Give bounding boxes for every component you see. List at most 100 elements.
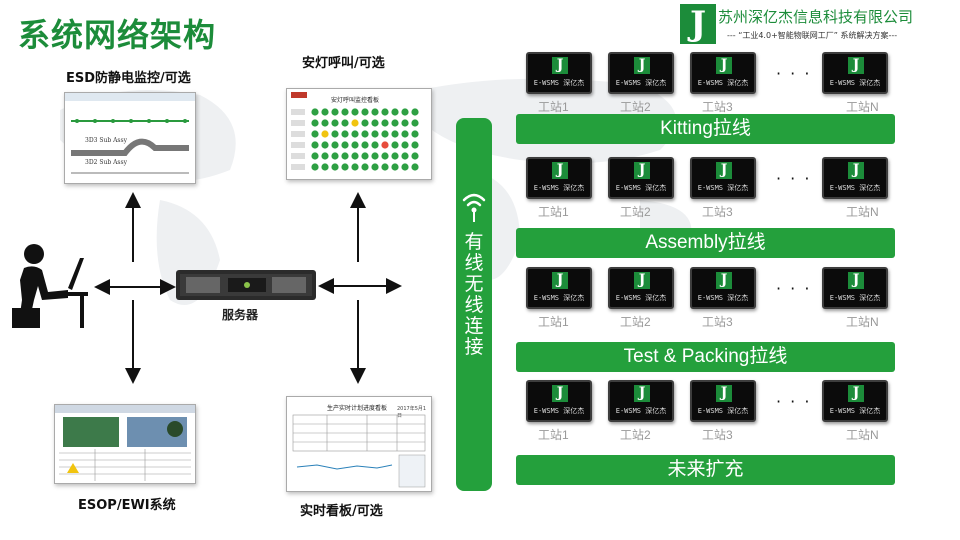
andon-status-light <box>341 119 349 127</box>
board-label: 实时看板/可选 <box>300 504 383 519</box>
terminal-text: E-WSMS 深亿杰 <box>829 79 881 87</box>
terminal-text: E-WSMS 深亿杰 <box>697 294 749 302</box>
terminal-logo: J <box>848 272 864 289</box>
terminal-text: E-WSMS 深亿杰 <box>533 184 585 192</box>
terminal-logo: J <box>552 385 568 402</box>
terminal-logo: J <box>848 385 864 402</box>
terminal-text: E-WSMS 深亿杰 <box>615 184 667 192</box>
terminal-text: E-WSMS 深亿杰 <box>697 407 749 415</box>
esop-label: ESOP/EWI系统 <box>78 498 176 513</box>
more-stations-ellipsis: · · · <box>776 392 812 411</box>
station-terminal: J E-WSMS 深亿杰 <box>526 52 592 94</box>
andon-status-light <box>351 163 359 171</box>
andon-status-light <box>411 108 419 116</box>
esd-label: ESD防静电监控/可选 <box>66 71 191 86</box>
andon-status-light <box>341 130 349 138</box>
andon-status-light <box>351 141 359 149</box>
station-label: 工站3 <box>702 315 733 329</box>
terminal-logo: J <box>716 162 732 179</box>
company-logo: J <box>680 4 716 44</box>
andon-status-light <box>341 141 349 149</box>
station-label: 工站1 <box>538 100 569 114</box>
station-label: 工站3 <box>702 428 733 442</box>
terminal-text: E-WSMS 深亿杰 <box>615 79 667 87</box>
andon-row-label <box>291 142 305 148</box>
andon-status-light <box>381 152 389 160</box>
andon-status-light <box>401 119 409 127</box>
server-icon <box>176 270 316 300</box>
terminal-text: E-WSMS 深亿杰 <box>533 79 585 87</box>
andon-status-light <box>321 141 329 149</box>
production-line-bar: Test & Packing拉线 <box>516 342 895 372</box>
esd-monitor-panel: 3D3 Sub Assy 3D2 Sub Assy <box>64 92 196 184</box>
station-label: 工站N <box>846 100 879 114</box>
station-label: 工站1 <box>538 428 569 442</box>
terminal-logo: J <box>848 162 864 179</box>
andon-status-light <box>381 130 389 138</box>
terminal-logo: J <box>716 385 732 402</box>
more-stations-ellipsis: · · · <box>776 279 812 298</box>
terminal-text: E-WSMS 深亿杰 <box>697 79 749 87</box>
andon-status-light <box>341 163 349 171</box>
andon-status-light <box>391 141 399 149</box>
connection-arrows <box>94 192 402 384</box>
terminal-logo: J <box>552 272 568 289</box>
andon-status-light <box>401 108 409 116</box>
terminal-text: E-WSMS 深亿杰 <box>697 184 749 192</box>
production-line-bar: Assembly拉线 <box>516 228 895 258</box>
andon-status-light <box>391 152 399 160</box>
andon-status-light <box>361 119 369 127</box>
andon-status-light <box>381 108 389 116</box>
andon-status-light <box>371 163 379 171</box>
terminal-text: E-WSMS 深亿杰 <box>615 294 667 302</box>
operator-person-icon <box>12 244 88 328</box>
andon-row-label <box>291 120 305 126</box>
andon-status-light <box>381 141 389 149</box>
andon-label: 安灯呼叫/可选 <box>302 56 385 71</box>
andon-status-light <box>321 130 329 138</box>
andon-status-light <box>411 141 419 149</box>
board-date: 2017年5月1日 <box>397 406 427 419</box>
terminal-logo: J <box>552 57 568 74</box>
production-line-bar: 未来扩充 <box>516 455 895 485</box>
andon-status-light <box>371 141 379 149</box>
board-header: 生产实时计划进度看板 <box>327 405 388 412</box>
andon-status-light <box>401 141 409 149</box>
board-graphic <box>292 414 426 488</box>
andon-status-light <box>371 108 379 116</box>
andon-status-light <box>411 130 419 138</box>
more-stations-ellipsis: · · · <box>776 169 812 188</box>
andon-row-label <box>291 164 305 170</box>
andon-status-light <box>331 108 339 116</box>
andon-status-light <box>351 108 359 116</box>
andon-status-light <box>411 152 419 160</box>
company-name: 苏州深亿杰信息科技有限公司 <box>718 8 914 26</box>
station-label: 工站3 <box>702 205 733 219</box>
terminal-logo: J <box>634 162 650 179</box>
andon-status-light <box>371 119 379 127</box>
andon-status-light <box>311 152 319 160</box>
station-label: 工站2 <box>620 205 651 219</box>
server-label: 服务器 <box>222 308 259 322</box>
andon-status-light <box>411 163 419 171</box>
station-label: 工站1 <box>538 205 569 219</box>
andon-status-light <box>391 163 399 171</box>
andon-status-light <box>361 163 369 171</box>
andon-status-light <box>321 119 329 127</box>
andon-status-light <box>311 141 319 149</box>
station-terminal: J E-WSMS 深亿杰 <box>690 380 756 422</box>
terminal-text: E-WSMS 深亿杰 <box>829 294 881 302</box>
andon-status-light <box>401 163 409 171</box>
realtime-board-panel: 生产实时计划进度看板 2017年5月1日 <box>286 396 432 492</box>
terminal-logo: J <box>552 162 568 179</box>
andon-status-light <box>331 163 339 171</box>
andon-status-light <box>331 130 339 138</box>
andon-status-light <box>351 130 359 138</box>
